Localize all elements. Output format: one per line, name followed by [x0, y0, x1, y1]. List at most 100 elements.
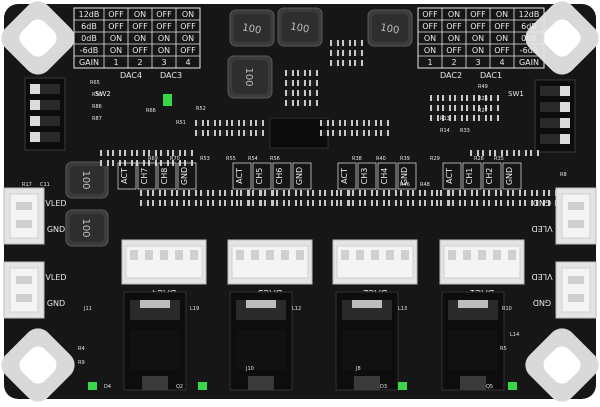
smd-body: [290, 200, 295, 206]
designator: Q5: [486, 384, 493, 390]
side-label: VLED: [531, 224, 552, 233]
smd-body: [526, 190, 531, 196]
gain-cell: -6dB: [520, 46, 539, 55]
designator: R48: [420, 182, 430, 188]
designator: R52: [196, 106, 206, 112]
designator: R86: [92, 104, 102, 110]
smd-body: [480, 115, 485, 121]
smd-body: [233, 130, 238, 136]
smd-body: [311, 100, 316, 106]
dip-switch-right: [534, 79, 576, 153]
smd-body: [526, 200, 531, 206]
side-label: VLED: [531, 272, 552, 281]
gain-cell: 12dB: [519, 10, 540, 19]
designator: R9: [78, 360, 85, 366]
smd-body: [466, 200, 471, 206]
smd-body: [102, 150, 107, 156]
smd-body: [490, 200, 495, 206]
gain-header-cell: GAIN: [79, 58, 99, 67]
smd-body: [370, 120, 375, 126]
gain-header-cell: 2: [137, 58, 142, 67]
channel-label: CH3: [360, 168, 369, 185]
gain-cell: ON: [448, 34, 460, 43]
smd-body: [442, 200, 447, 206]
side-label: GND: [47, 299, 65, 308]
designator: Q2: [176, 384, 183, 390]
switch-label-left: SW2: [95, 90, 111, 98]
dac-label: DAC1: [480, 71, 502, 80]
smd-body: [257, 120, 262, 126]
smd-body: [366, 190, 371, 196]
passive-components: [100, 40, 557, 206]
designator: R40: [376, 156, 386, 162]
channel-label: CH1: [465, 168, 474, 185]
smd-body: [468, 105, 473, 111]
gain-cell: OFF: [108, 10, 124, 19]
smd-body: [242, 200, 247, 206]
side-label: GND: [533, 198, 551, 207]
gain-cell: ON: [448, 10, 460, 19]
smd-body: [150, 150, 155, 156]
designator: R29: [430, 156, 440, 162]
dip-switch-left: [24, 77, 66, 151]
side-label: GND: [47, 225, 65, 234]
switch-label-right: SW1: [508, 90, 524, 98]
smd-body: [178, 200, 183, 206]
smd-body: [245, 120, 250, 126]
smd-body: [314, 200, 319, 206]
dac-label: DAC4: [120, 71, 142, 80]
smd-body: [538, 200, 543, 206]
designator: R53: [200, 156, 210, 162]
gain-cell: ON: [110, 34, 122, 43]
gain-cell: OFF: [422, 10, 438, 19]
smd-body: [468, 95, 473, 101]
gain-cell: OFF: [470, 22, 486, 31]
smd-body: [550, 190, 555, 196]
amplifier-chip: [269, 117, 329, 149]
smd-body: [354, 190, 359, 196]
channel-label: ACT: [235, 168, 244, 184]
gain-cell: OFF: [422, 22, 438, 31]
designator: R46: [400, 182, 410, 188]
designator: R38: [352, 156, 362, 162]
smd-body: [162, 150, 167, 156]
smd-body: [202, 200, 207, 206]
smd-body: [444, 105, 449, 111]
audio-jack: [229, 291, 293, 391]
smd-body: [174, 160, 179, 166]
smd-body: [532, 150, 537, 156]
smd-body: [311, 80, 316, 86]
smd-body: [266, 190, 271, 196]
smd-body: [332, 40, 337, 46]
designator: R66: [146, 108, 156, 114]
side-label: GND: [533, 298, 551, 307]
gain-cell: 0dB: [81, 34, 97, 43]
smd-body: [444, 115, 449, 121]
smd-body: [332, 60, 337, 66]
designator: R39: [400, 156, 410, 162]
smd-body: [484, 150, 489, 156]
smd-body: [114, 160, 119, 166]
smd-body: [126, 150, 131, 156]
designator: L12: [292, 306, 301, 312]
smd-body: [346, 120, 351, 126]
smd-body: [366, 200, 371, 206]
smd-body: [344, 50, 349, 56]
designator: R10: [502, 306, 512, 312]
smd-body: [496, 150, 501, 156]
smd-body: [342, 190, 347, 196]
designator: C11: [40, 182, 50, 188]
gain-header-cell: 1: [113, 58, 118, 67]
channel-label: GND: [295, 167, 304, 185]
designator: R26: [478, 96, 488, 102]
designator: R28: [474, 156, 484, 162]
smd-body: [426, 200, 431, 206]
smd-body: [254, 190, 259, 196]
smd-body: [209, 130, 214, 136]
designator: L13: [398, 306, 407, 312]
gain-cell: OFF: [132, 22, 148, 31]
smd-body: [142, 190, 147, 196]
